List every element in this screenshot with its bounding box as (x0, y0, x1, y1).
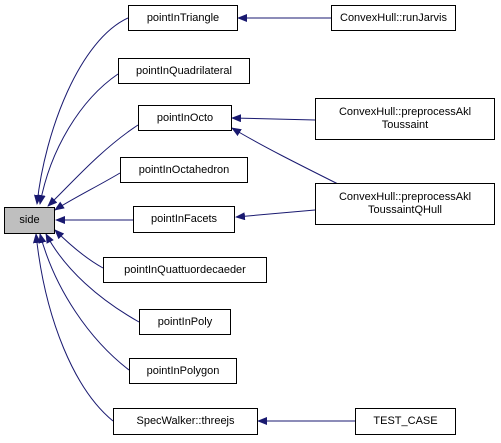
node-pointInTriangle[interactable]: pointInTriangle (128, 5, 238, 31)
node-pointInQuadrilateral[interactable]: pointInQuadrilateral (118, 58, 250, 84)
node-pointInFacets[interactable]: pointInFacets (133, 206, 235, 233)
edge-preprocessAklQHull-pointInOcto (231, 127, 341, 186)
node-side[interactable]: side (4, 207, 55, 234)
edge-pointInPolygon-side (38, 233, 130, 371)
node-pointInPolygon[interactable]: pointInPolygon (129, 358, 237, 384)
edge-pointInQuattuordecaeder-side (54, 229, 104, 269)
edge-preprocessAkl-pointInOcto (231, 114, 316, 123)
edge-threejs-side (32, 233, 114, 422)
edge-pointInTriangle-side (33, 17, 129, 205)
node-preprocessAklToussaintQHull[interactable]: ConvexHull::preprocessAkl ToussaintQHull (315, 183, 495, 225)
node-pointInOctahedron[interactable]: pointInOctahedron (120, 157, 248, 183)
node-pointInQuattuordecaeder[interactable]: pointInQuattuordecaeder (103, 257, 267, 283)
edge-pointInPoly-side (45, 233, 140, 323)
node-pointInPoly[interactable]: pointInPoly (139, 309, 231, 335)
edge-pointInOctahedron-side (54, 172, 121, 211)
edge-pointInOcto-side (47, 124, 139, 207)
edge-pointInQuadrilateral-side (37, 73, 119, 205)
node-runJarvis[interactable]: ConvexHull::runJarvis (331, 5, 456, 31)
node-test-case[interactable]: TEST_CASE (355, 408, 456, 435)
edge-preprocessAklQHull-pointInFacets (235, 209, 316, 221)
node-specwalker-threejs[interactable]: SpecWalker::threejs (113, 408, 258, 435)
node-preprocessAklToussaint[interactable]: ConvexHull::preprocessAkl Toussaint (315, 98, 495, 140)
node-pointInOcto[interactable]: pointInOcto (138, 105, 232, 131)
